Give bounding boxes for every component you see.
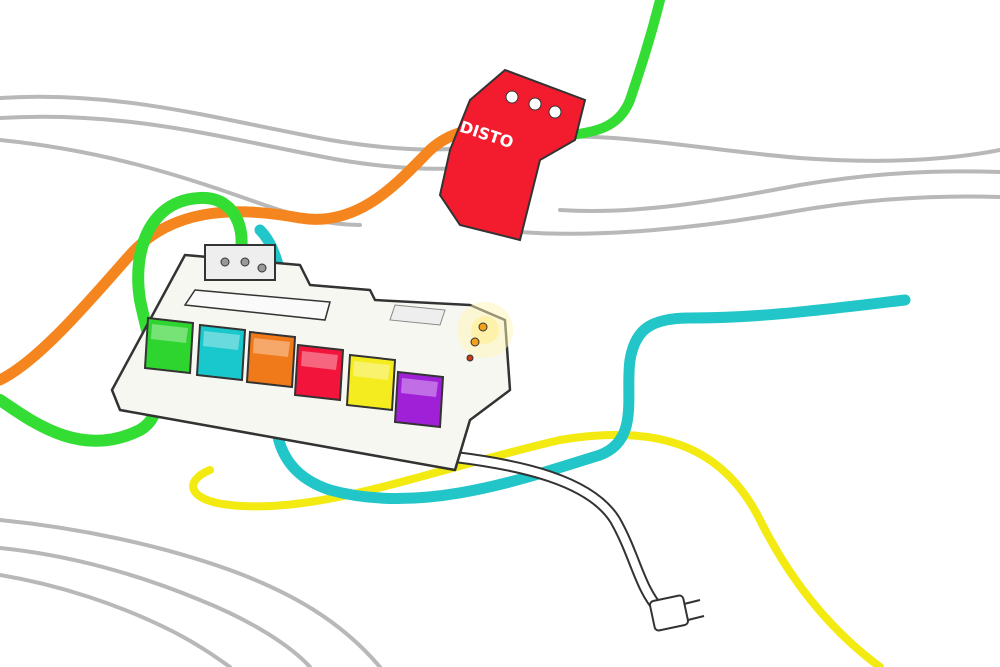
- green-cable-right: [565, 0, 665, 140]
- yellow-cable: [189, 430, 884, 667]
- brand-sticker: [389, 304, 446, 326]
- red-pedal: [293, 343, 345, 402]
- led-1: [478, 322, 488, 332]
- cyan-pedal-body: [195, 323, 247, 382]
- purple-pedal-highlight: [401, 378, 438, 397]
- led-indicators: [457, 302, 513, 362]
- orange-cable: [0, 124, 506, 386]
- yellow-pedal-body: [345, 353, 397, 412]
- orange-pedal-body: [245, 330, 297, 389]
- green-pedal-highlight: [151, 324, 188, 343]
- led-3: [466, 354, 474, 362]
- led-2: [470, 337, 480, 347]
- green-cable-left: [0, 192, 248, 447]
- purple-pedal: [393, 370, 445, 429]
- footswitch-pedals: [143, 316, 445, 429]
- red-pedal-highlight: [301, 351, 338, 370]
- distortion-pedal: DISTO: [438, 68, 587, 242]
- green-pedal: [143, 316, 195, 375]
- display-strip: [183, 289, 331, 321]
- orange-pedal: [245, 330, 297, 389]
- power-plug: [648, 594, 705, 632]
- orange-pedal-highlight: [253, 338, 290, 357]
- cables: [0, 0, 911, 667]
- red-pedal-body: [293, 343, 345, 402]
- green-pedal-body: [143, 316, 195, 375]
- jack-block: [204, 244, 276, 281]
- yellow-pedal: [345, 353, 397, 412]
- cyan-pedal-highlight: [203, 331, 240, 350]
- purple-pedal-body: [393, 370, 445, 429]
- yellow-pedal-highlight: [353, 361, 390, 380]
- cyan-pedal: [195, 323, 247, 382]
